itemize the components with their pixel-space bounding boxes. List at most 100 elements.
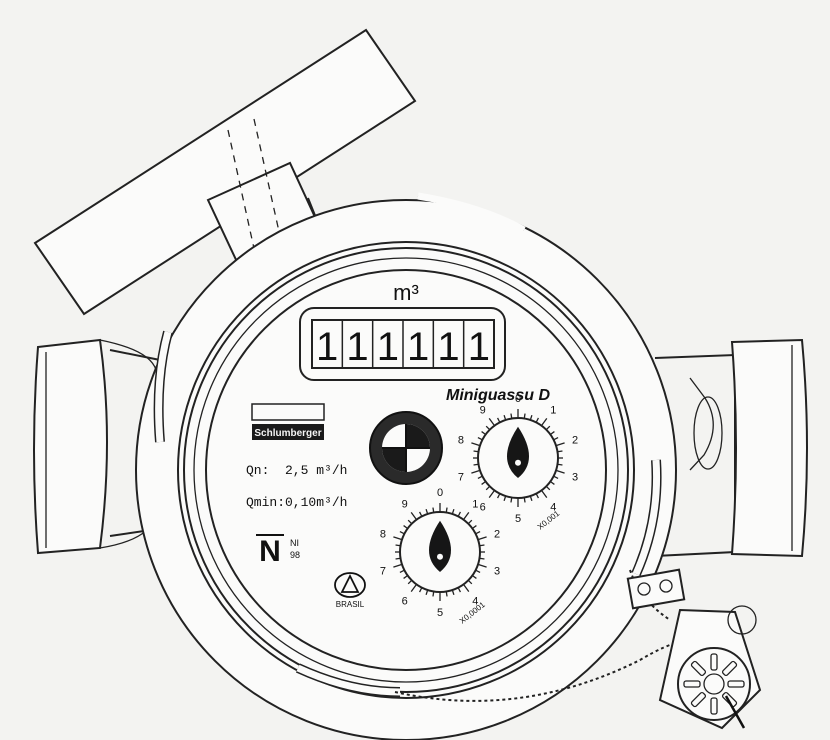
dial-tick xyxy=(549,431,555,436)
register-digit: 1 xyxy=(407,325,429,369)
dial-tick xyxy=(485,425,491,431)
dial-tick xyxy=(540,489,548,499)
register-digit: 1 xyxy=(316,325,338,369)
dial-tick xyxy=(488,417,496,427)
dial-tick xyxy=(523,413,526,419)
dial-tick xyxy=(545,485,551,491)
brand-badge-text: Schlumberger xyxy=(254,428,321,439)
dial-tick xyxy=(477,436,483,441)
dial-number: 7 xyxy=(380,566,386,578)
register-digit: 1 xyxy=(437,325,459,369)
dial-number: 3 xyxy=(572,472,578,484)
dial-tick xyxy=(457,511,462,517)
dial-tick xyxy=(471,469,481,474)
dial-tick xyxy=(479,544,485,547)
dial-number: 3 xyxy=(494,566,500,578)
certification-mark: N NI 98 xyxy=(256,534,300,568)
dial-tick xyxy=(555,442,565,447)
dial-tick xyxy=(425,589,429,595)
brand-badge: Schlumberger xyxy=(251,403,325,440)
dial-tick xyxy=(393,536,403,541)
dial-number: 5 xyxy=(437,607,443,619)
dial-tick xyxy=(467,519,473,525)
dial-number: 0 xyxy=(515,393,521,405)
dial-tick xyxy=(475,530,481,535)
dial-tick xyxy=(407,579,413,585)
dial-tick xyxy=(477,536,487,541)
dial-number: 1 xyxy=(472,498,478,510)
dial-number: 9 xyxy=(480,404,486,416)
dial-tick xyxy=(503,415,507,421)
dial-tick xyxy=(432,507,435,513)
dial-number: 6 xyxy=(480,502,486,514)
dial-tick xyxy=(553,475,559,480)
dial-tick xyxy=(485,485,491,491)
dial-tick xyxy=(481,431,487,436)
dial-tick xyxy=(545,425,551,431)
register-digit: 1 xyxy=(468,325,490,369)
dial-tick xyxy=(432,591,435,597)
dial-tick xyxy=(418,511,423,517)
cert-code-bottom: 98 xyxy=(290,550,300,560)
dial-pointer-icon xyxy=(507,426,529,478)
dial-tick xyxy=(557,450,563,453)
dial-tick xyxy=(445,507,448,513)
dial-number: 5 xyxy=(515,513,521,525)
origin-logo: BRASIL xyxy=(334,572,366,609)
dial-tick xyxy=(496,493,501,499)
dial-tick xyxy=(393,563,403,568)
seal-block xyxy=(626,568,686,610)
dial-tick xyxy=(555,469,565,474)
dial-tick xyxy=(410,511,418,521)
unit-label: m³ xyxy=(393,280,419,305)
dial-number: 0 xyxy=(437,487,443,499)
dial-tick xyxy=(553,436,559,441)
dial-number: 9 xyxy=(402,498,408,510)
dial-tick xyxy=(445,591,448,597)
dial-tick xyxy=(475,569,481,574)
dial-tick xyxy=(403,574,409,579)
dial-tick xyxy=(481,480,487,485)
dial-tick xyxy=(403,525,409,530)
origin-label: BRASIL xyxy=(336,600,365,609)
dial-number: 4 xyxy=(472,596,478,608)
dial-tick xyxy=(457,587,462,593)
dial-tick xyxy=(425,509,429,515)
dial-tick xyxy=(471,442,481,447)
dial-pointer-icon xyxy=(429,520,451,572)
dial-tick xyxy=(488,489,496,499)
dial-tick xyxy=(399,530,405,535)
dial-tick xyxy=(535,493,540,499)
dial-tick xyxy=(407,519,413,525)
dial-tick xyxy=(462,583,470,593)
dial-tick xyxy=(523,497,526,503)
dial-tick xyxy=(395,544,401,547)
dial-tick xyxy=(462,511,470,521)
dial-tick xyxy=(395,557,401,560)
bezel-slots xyxy=(153,192,662,697)
dial-tick xyxy=(535,417,540,423)
dial-number: 6 xyxy=(402,596,408,608)
dial-number: 4 xyxy=(550,502,556,514)
spec-qmin: Qmin:0,10m³/h xyxy=(246,495,347,510)
dial-tick xyxy=(503,495,507,501)
dial-tick xyxy=(510,413,513,419)
dial-tick xyxy=(529,495,533,501)
register-digit: 1 xyxy=(377,325,399,369)
dial-tick xyxy=(451,509,455,515)
seal-wheel-icon xyxy=(677,647,751,729)
dial-tick xyxy=(510,497,513,503)
flow-indicator-icon xyxy=(369,411,443,485)
dial-tick xyxy=(451,589,455,595)
dial-tick xyxy=(540,417,548,427)
cert-mark-letter: N xyxy=(259,535,281,568)
dial-tick xyxy=(477,475,483,480)
dial-number: 2 xyxy=(572,434,578,446)
dial-tick xyxy=(467,579,473,585)
dial-number: 1 xyxy=(550,404,556,416)
model-name: Miniguassu D xyxy=(446,387,550,404)
register-digit: 1 xyxy=(346,325,368,369)
